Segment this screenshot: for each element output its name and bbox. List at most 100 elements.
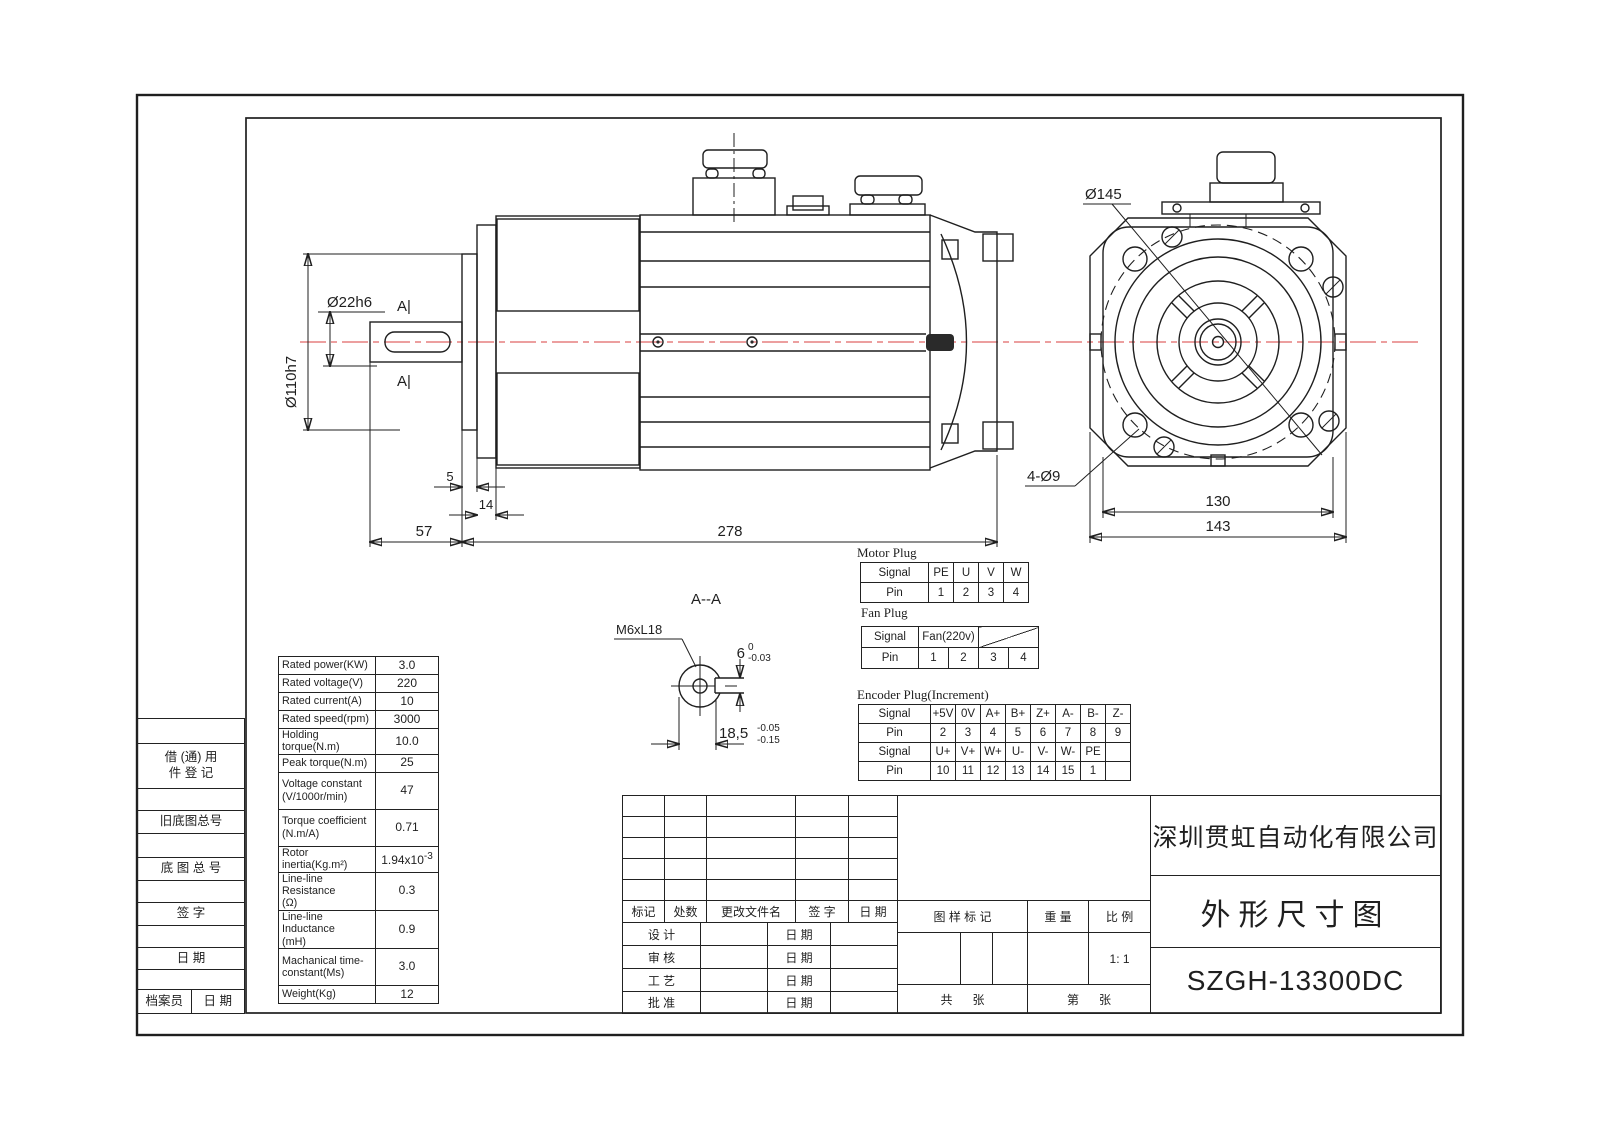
rev-cell — [706, 837, 796, 859]
sidebar-archivist-date: 日 期 — [190, 989, 245, 1014]
rev-cell — [706, 816, 796, 838]
spec-label: Rotor inertia(Kg.m²) — [278, 845, 376, 873]
sidebar-blank — [137, 969, 245, 990]
rev-cell — [622, 879, 665, 901]
plug-cell: V- — [1030, 742, 1056, 762]
plug-cell: 3 — [978, 647, 1009, 669]
spec-label: Holding torque(N.m) — [278, 728, 376, 755]
plug-cell: 6 — [1030, 723, 1056, 743]
plug-cell — [1105, 742, 1131, 762]
plug-cell: V+ — [955, 742, 981, 762]
rev-cell — [848, 795, 898, 817]
spec-label: Line-line Inductance (mH) — [278, 909, 376, 950]
key-width-tol-lo: -0.03 — [748, 653, 771, 664]
spec-label: Line-line Resistance (Ω) — [278, 871, 376, 911]
spec-value: 3.0 — [375, 948, 439, 987]
approval-date — [830, 968, 898, 992]
spec-label: Voltage constant (V/1000r/min) — [278, 771, 376, 810]
encoder-plug-connector — [849, 175, 926, 216]
weight-header: 重 量 — [1027, 900, 1089, 933]
section-title: A--A — [691, 591, 721, 608]
plug-cell: 15 — [1055, 761, 1081, 781]
plug-cell: W- — [1055, 742, 1081, 762]
dim-14-label: 14 — [479, 497, 493, 512]
spec-label: Rated speed(rpm) — [278, 710, 376, 729]
plug-cell: 2 — [953, 582, 979, 603]
rev-cell — [664, 879, 707, 901]
plug-cell: 1 — [928, 582, 954, 603]
dim-57-label: 57 — [416, 523, 433, 540]
shaft-dia-label: Ø22h6 — [327, 294, 372, 311]
plug-cell: 4 — [1003, 582, 1029, 603]
sidebar-borrow-register: 借 (通) 用 件 登 记 — [137, 743, 245, 789]
revision-table: 标记 处数 更改文件名 签 字 日 期 — [622, 795, 898, 923]
mark-cell — [992, 932, 1028, 985]
rev-cell — [706, 795, 796, 817]
plug-cell: 3 — [955, 723, 981, 743]
spec-label: Machanical time- constant(Ms) — [278, 948, 376, 987]
plug-cell: 8 — [1080, 723, 1106, 743]
spec-value: 3.0 — [375, 656, 439, 675]
plug-cell: 4 — [980, 723, 1006, 743]
spec-value: 220 — [375, 674, 439, 693]
plug-cell: Pin — [861, 647, 919, 669]
end-view-connector — [1161, 151, 1321, 227]
sidebar-base-no: 底 图 总 号 — [137, 857, 245, 881]
plug-cell: +5V — [930, 704, 956, 724]
approval-table: 设 计日 期 审 核日 期 工 艺日 期 批 准日 期 — [622, 922, 898, 1014]
rev-cell — [795, 837, 849, 859]
plug-cell: W+ — [980, 742, 1006, 762]
spec-value-exp: -3 — [423, 850, 433, 862]
approval-sign — [700, 968, 768, 992]
rev-cell — [795, 858, 849, 880]
dim-278-label: 278 — [717, 523, 742, 540]
rev-header-file: 更改文件名 — [706, 900, 796, 923]
approval-date-label: 日 期 — [767, 945, 831, 969]
spec-value: 3000 — [375, 710, 439, 729]
rev-cell — [664, 795, 707, 817]
plug-cell: U+ — [930, 742, 956, 762]
sheet-total: 共 张 — [897, 984, 1028, 1014]
fan-plug-title: Fan Plug — [861, 605, 908, 620]
plug-cell: 2 — [930, 723, 956, 743]
sidebar-archivist: 档案员 — [137, 989, 192, 1014]
spec-value: 25 — [375, 753, 439, 773]
approval-sign — [700, 991, 768, 1014]
key-depth-label: 18,5 — [719, 725, 748, 742]
approval-date-label: 日 期 — [767, 968, 831, 992]
spec-value: 10 — [375, 692, 439, 711]
plug-cell: Signal — [860, 562, 929, 583]
pilot-dia-label: Ø110h7 — [283, 356, 300, 408]
rev-cell — [706, 858, 796, 880]
plug-cell — [1105, 761, 1131, 781]
plug-cell: 0V — [955, 704, 981, 724]
plug-cell: 1 — [918, 647, 949, 669]
section-mark-top: A| — [397, 298, 411, 315]
motor-plug-connector — [692, 133, 776, 224]
rev-cell — [848, 858, 898, 880]
spec-label: Weight(Kg) — [278, 985, 376, 1005]
plug-cell: 11 — [955, 761, 981, 781]
sidebar-blank — [137, 718, 245, 744]
rev-cell — [795, 879, 849, 901]
company-name: 深圳贯虹自动化有限公司 — [1150, 795, 1441, 876]
plug-cell: 1 — [1080, 761, 1106, 781]
mark-blank-area — [896, 795, 1152, 901]
rev-cell — [622, 837, 665, 859]
diagonal-cell — [978, 626, 1039, 648]
key-width-label: 6 — [737, 645, 745, 662]
plug-cell: Pin — [860, 582, 929, 603]
spec-value: 0.9 — [375, 909, 439, 950]
plug-cell: A- — [1055, 704, 1081, 724]
plug-cell: 12 — [980, 761, 1006, 781]
rev-cell — [795, 816, 849, 838]
approval-role: 工 艺 — [622, 968, 701, 992]
plug-cell: Signal — [861, 626, 919, 648]
approval-date-label: 日 期 — [767, 922, 831, 946]
fan-cowl — [929, 214, 1014, 469]
spec-value: 0.71 — [375, 808, 439, 847]
plug-cell: Pin — [858, 761, 931, 781]
weight-value — [1027, 932, 1089, 985]
